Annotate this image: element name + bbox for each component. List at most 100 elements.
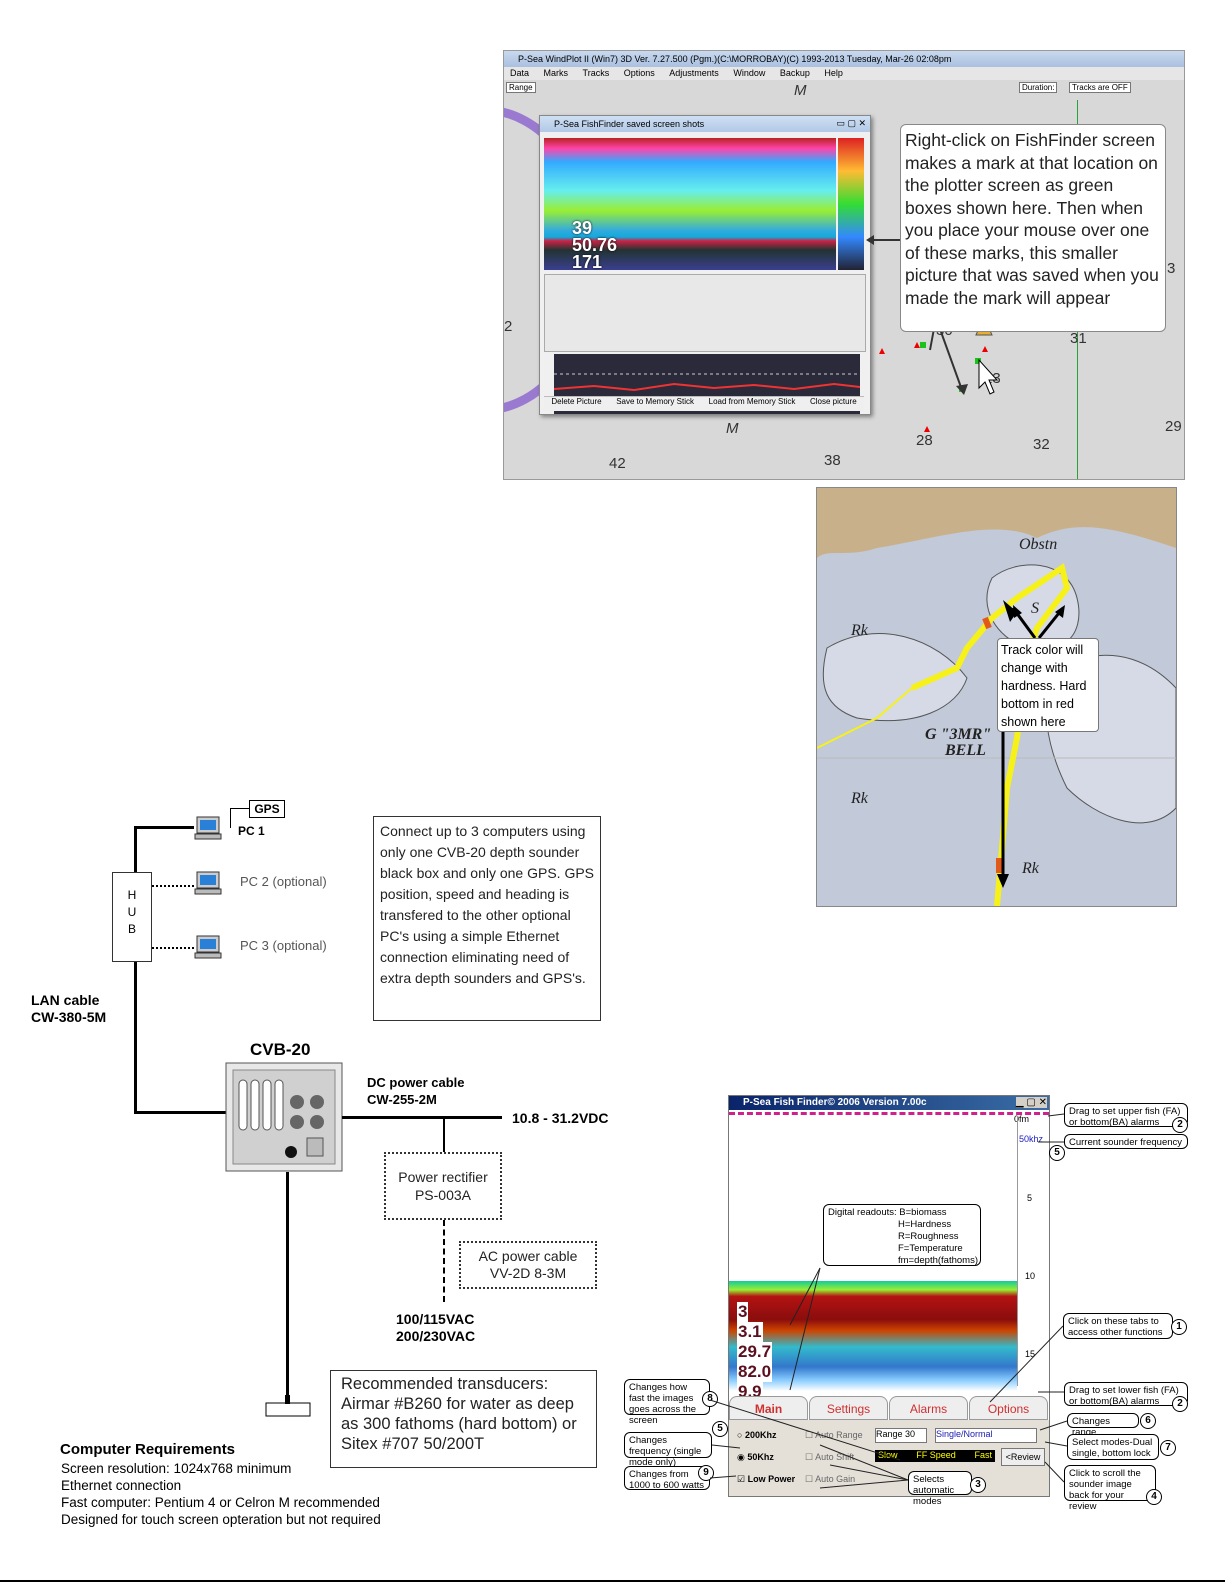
hub-box: H U B <box>112 872 152 962</box>
delete-picture-button[interactable]: Delete Picture <box>551 397 602 406</box>
load-memory-button[interactable]: Load from Memory Stick <box>708 397 796 406</box>
auto-range-label: Auto Range <box>815 1430 863 1440</box>
depth-label: 0fm <box>1014 1114 1030 1124</box>
chart-number: 32 <box>1033 436 1050 453</box>
callout-number: 3 <box>970 1477 986 1493</box>
green-mark[interactable] <box>920 342 926 348</box>
menu-adjustments[interactable]: Adjustments <box>669 68 719 78</box>
radio-50khz-label: 50Khz <box>747 1452 774 1462</box>
readout-key: F=Temperature <box>898 1243 963 1254</box>
scroll-back-note: Click to scroll the sounder image back f… <box>1064 1465 1156 1512</box>
mode-select[interactable]: Single/Normal <box>935 1428 1037 1443</box>
tab-options[interactable]: Options <box>969 1396 1048 1420</box>
speed-slow-label: Slow <box>878 1450 898 1460</box>
radio-50khz[interactable]: ◉ 50Khz <box>737 1452 774 1462</box>
readout: 50.76 <box>572 235 618 255</box>
chart-number: 42 <box>609 455 626 472</box>
ac-cable-box: AC power cable VV-2D 8-3M <box>459 1241 597 1289</box>
plotter-chart[interactable]: Range Duration: Tracks are OFF 2 30 31 2… <box>504 80 1184 479</box>
tab-alarms[interactable]: Alarms <box>889 1396 968 1420</box>
computer-icon <box>194 816 222 840</box>
window-controls[interactable]: ▭ ▢ ✕ <box>836 118 866 128</box>
chart-number: 3 <box>1167 260 1176 277</box>
cvb-20-box <box>225 1062 343 1172</box>
lower-alarm-note: Drag to set lower fish (FA) or bottom(BA… <box>1064 1382 1188 1407</box>
map-label: Rk <box>851 622 868 639</box>
pc1-label: PC 1 <box>238 824 265 838</box>
hub-letter: U <box>127 905 137 919</box>
lan-line <box>134 1111 226 1114</box>
auto-shift-label: Auto Shift <box>815 1452 855 1462</box>
transducer-textbox: Recommended transducers: Airmar #B260 fo… <box>330 1370 597 1468</box>
chart-number: 29 <box>1165 418 1182 435</box>
menu-tracks[interactable]: Tracks <box>582 68 610 78</box>
saved-screenshot-window[interactable]: P-Sea FishFinder saved screen shots ▭ ▢ … <box>539 115 871 415</box>
map-label: Rk <box>851 790 868 807</box>
dc-drop-line <box>443 1117 445 1152</box>
readout-hardness: 3.1 <box>737 1322 763 1342</box>
tracks-status: Tracks are OFF <box>1069 82 1131 93</box>
readout-key: R=Roughness <box>898 1231 959 1242</box>
select-modes-note: Select modes-Dual single, bottom lock <box>1067 1434 1159 1460</box>
tab-main[interactable]: Main <box>729 1396 808 1420</box>
lan-cable-label: LAN cable <box>31 992 100 1008</box>
ac-voltage-2: 200/230VAC <box>396 1328 476 1344</box>
transducer-icon <box>265 1395 311 1417</box>
requirements-title: Computer Requirements <box>60 1441 236 1458</box>
readout-temperature: 82.0 <box>737 1362 773 1382</box>
map-label: Obstn <box>1019 536 1058 553</box>
ac-voltage-1: 100/115VAC <box>396 1311 475 1327</box>
gps-line <box>230 808 231 828</box>
menu-window[interactable]: Window <box>733 68 766 78</box>
buoy-label: G "3MR" <box>925 726 992 743</box>
range-select[interactable]: Range 30 <box>875 1428 927 1443</box>
requirement-item: Ethernet connection <box>61 1478 182 1493</box>
chart-number: 28 <box>916 432 933 449</box>
tab-settings[interactable]: Settings <box>809 1396 888 1420</box>
dc-voltage: 10.8 - 31.2VDC <box>512 1110 609 1126</box>
low-power-checkbox[interactable]: ☑ Low Power <box>737 1474 796 1484</box>
close-picture-button[interactable]: Close picture <box>809 397 857 406</box>
menu-backup[interactable]: Backup <box>779 68 810 78</box>
range-label[interactable]: Range <box>506 82 536 93</box>
ff-window-title: P-Sea FishFinder saved screen shots <box>540 116 870 132</box>
gps-box: GPS <box>249 800 285 818</box>
fishfinder-title: P-Sea Fish Finder© 2006 Version 7.00c <box>729 1096 1049 1110</box>
hub-letter: B <box>127 922 136 936</box>
menu-data[interactable]: Data <box>510 68 530 78</box>
menu-marks[interactable]: Marks <box>543 68 569 78</box>
callout-number: 5 <box>712 1421 728 1437</box>
callout-number: 7 <box>1160 1440 1176 1456</box>
window-controls[interactable]: ▁ ▢ ✕ <box>1015 1097 1047 1108</box>
green-mark[interactable] <box>975 358 981 364</box>
depth-label: 10 <box>1025 1271 1036 1281</box>
plotter-title: P-Sea WindPlot II (Win7) 3D Ver. 7.27.50… <box>504 51 1184 67</box>
upper-alarm-line[interactable] <box>729 1112 1049 1117</box>
pc2-dotted-line <box>152 885 194 887</box>
readout: 171 <box>572 252 603 272</box>
map-label: S <box>1031 600 1039 617</box>
dc-line <box>342 1116 502 1119</box>
depth-mark <box>982 346 988 352</box>
auto-shift-checkbox[interactable]: ☐ Auto Shift <box>805 1452 855 1462</box>
chart-number: 38 <box>824 452 841 469</box>
buoy-bell-label: BELL <box>945 742 986 759</box>
auto-gain-checkbox[interactable]: ☐ Auto Gain <box>805 1474 856 1484</box>
review-button[interactable]: <Review <box>1001 1448 1045 1466</box>
depth-label: 5 <box>1027 1193 1033 1203</box>
menu-help[interactable]: Help <box>824 68 843 78</box>
speed-fast-label: Fast <box>974 1450 992 1460</box>
chart-background <box>817 488 1176 906</box>
save-memory-button[interactable]: Save to Memory Stick <box>616 397 694 406</box>
low-power-label: Low Power <box>747 1474 796 1484</box>
color-scale <box>838 138 864 270</box>
dc-cable-model: CW-255-2M <box>367 1092 437 1107</box>
radio-200khz[interactable]: ○ 200Khz <box>737 1430 777 1440</box>
menu-options[interactable]: Options <box>623 68 655 78</box>
freq-note: Changes frequency (single mode only) <box>624 1432 712 1468</box>
auto-range-checkbox[interactable]: ☐ Auto Range <box>805 1430 863 1440</box>
chart-number: 2 <box>504 318 513 335</box>
connect-textbox: Connect up to 3 computers using only one… <box>373 816 601 1021</box>
speed-slider[interactable]: Slow FF Speed Fast <box>875 1450 995 1462</box>
upper-alarm-note: Drag to set upper fish (FA) or bottom(BA… <box>1064 1103 1188 1128</box>
